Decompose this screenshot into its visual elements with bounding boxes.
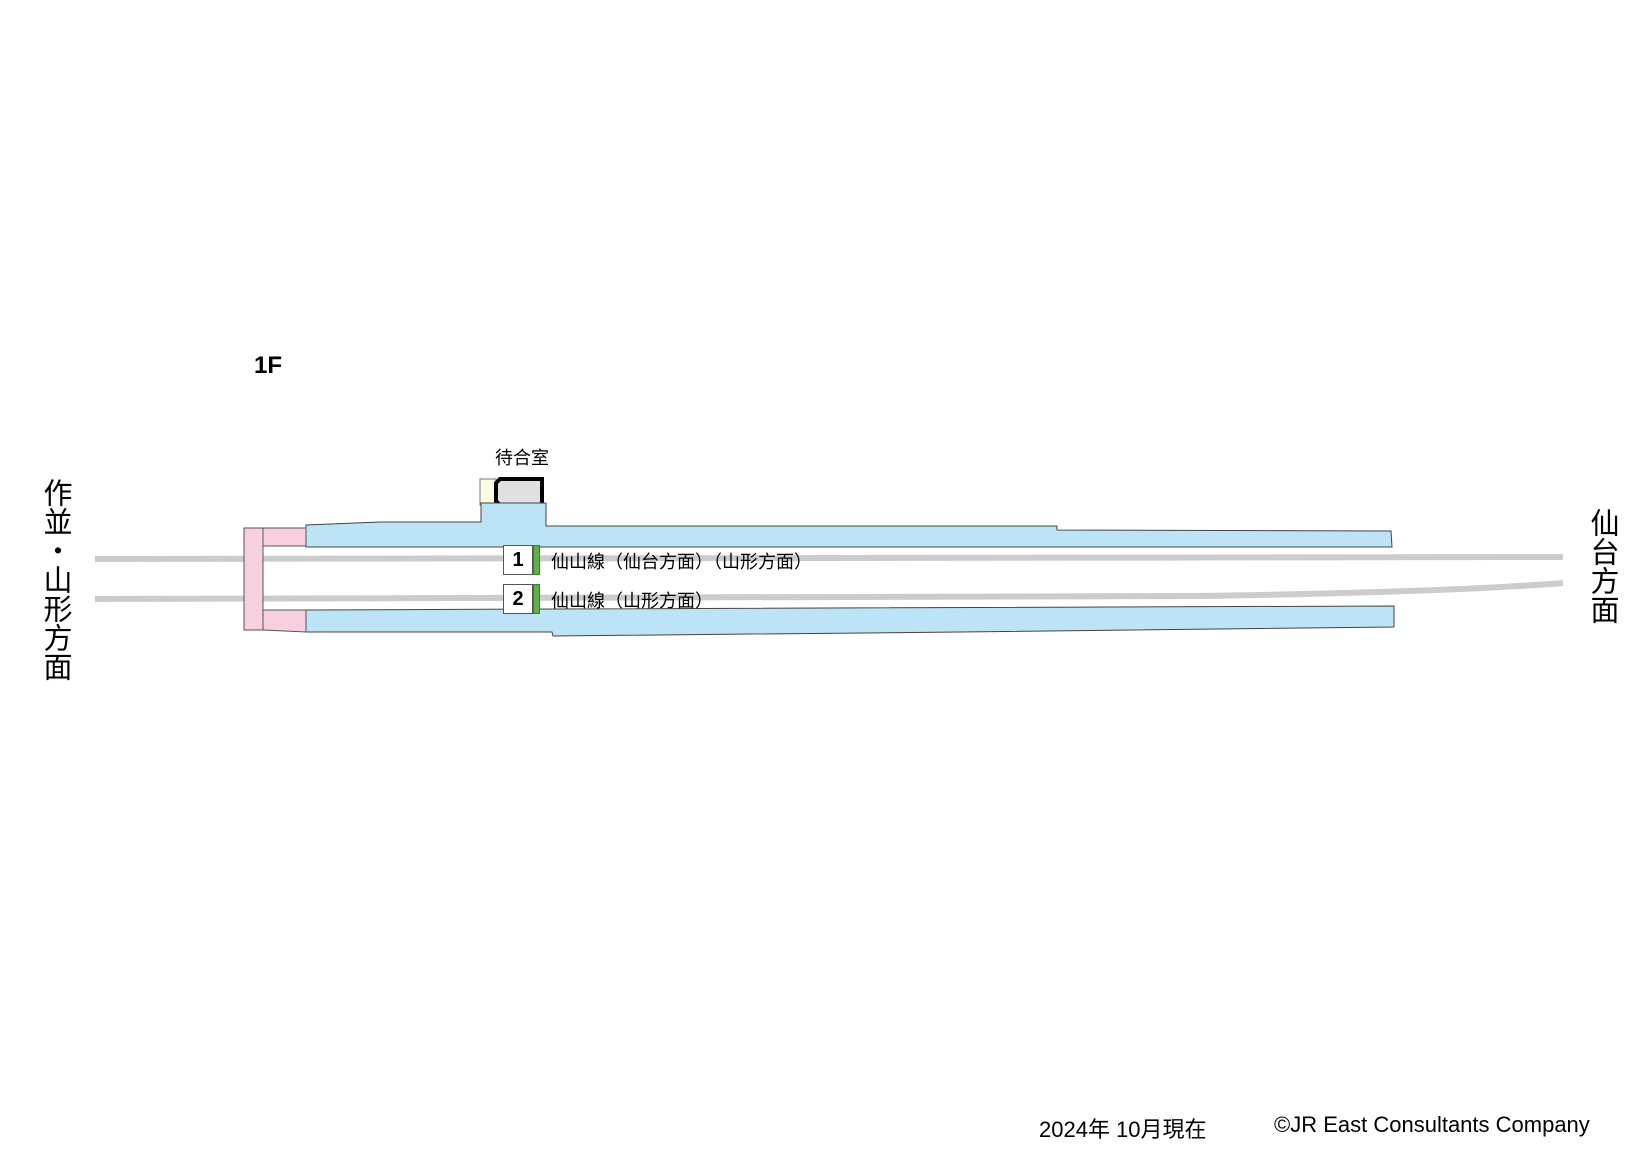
footer-copyright: ©JR East Consultants Company [1274,1112,1590,1137]
floor-label: 1F [254,352,283,379]
platform-lower [305,605,1395,637]
crossing-upper [262,527,307,547]
line-color-marker [533,584,540,614]
platform-upper [305,502,1393,548]
platform-2-label: 仙山線（山形方面） [551,591,713,612]
footer-date: 2024年 10月現在 [1039,1117,1207,1142]
platform-1-label: 仙山線（仙台方面）（山形方面） [551,552,812,573]
track-2 [94,580,1564,602]
direction-right: 仙台方面 [1586,508,1620,624]
crossing-lower [262,609,307,633]
direction-left: 作並・山形方面 [39,478,73,681]
waiting-room-label: 待合室 [495,448,549,469]
platform-2-number: 2 [503,584,533,614]
line-color-marker [533,545,540,575]
platform-1-number: 1 [503,545,533,575]
track-1 [94,554,1564,562]
waiting-room [494,477,544,507]
facility-cream [479,478,497,506]
crossing-vertical [243,527,264,631]
